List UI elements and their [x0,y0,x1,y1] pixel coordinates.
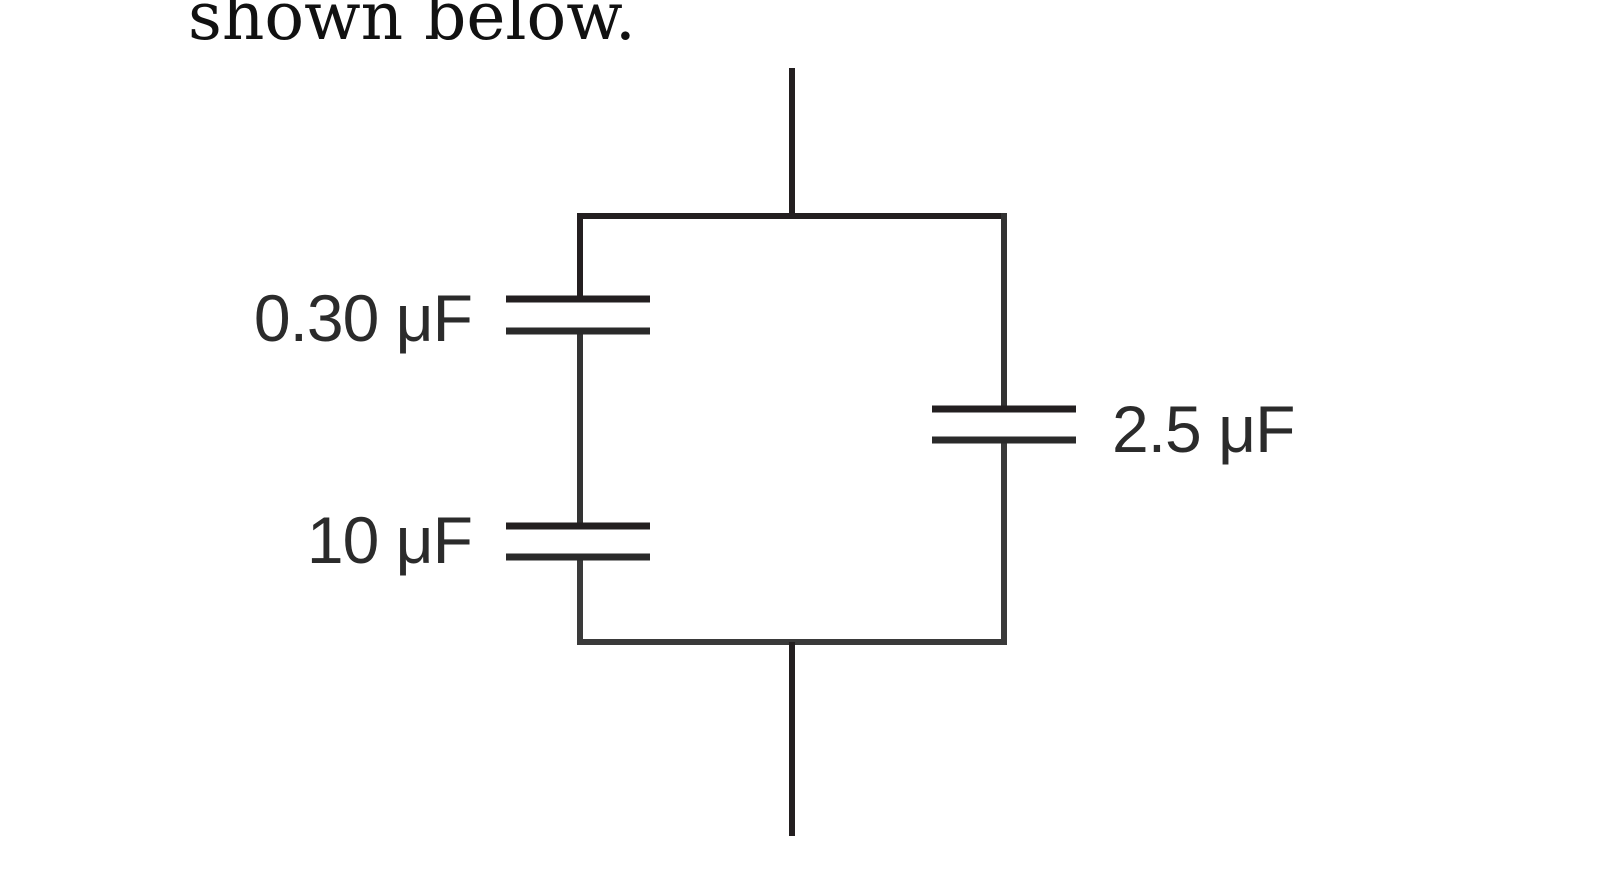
capacitor-c1 [506,295,650,335]
capacitor-c1-label: 0.30 μF [253,281,473,355]
caption-text: shown below. [188,0,636,55]
capacitor-c2-label: 10 μF [306,503,473,577]
capacitor-c2 [506,522,650,561]
capacitor-c3 [932,405,1076,444]
capacitor-c3-label: 2.5 μF [1112,392,1295,466]
